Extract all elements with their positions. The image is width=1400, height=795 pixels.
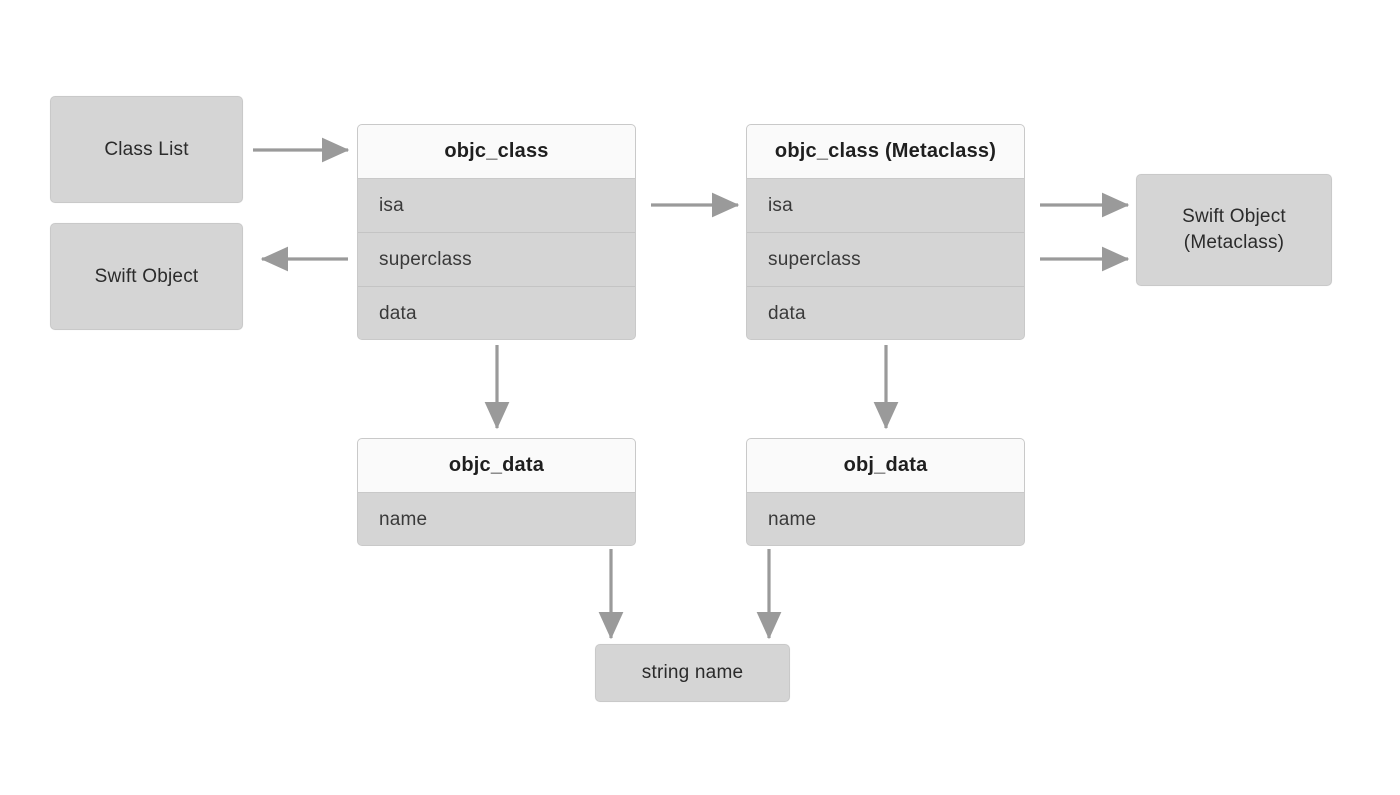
class-list-label: Class List (104, 138, 189, 160)
objc-class-row-isa[interactable]: isa (358, 179, 635, 233)
swift-object-label: Swift Object (94, 265, 199, 287)
string-name-label: string name (641, 662, 744, 684)
obj-data-title: obj_data (747, 439, 1024, 493)
swift-object-metaclass-line1: Swift Object (1182, 206, 1286, 228)
objc-class-metaclass-title: objc_class (Metaclass) (747, 125, 1024, 179)
swift-object-metaclass-label: Swift Object (Metaclass) (1182, 204, 1286, 255)
struct-objc-class-metaclass[interactable]: objc_class (Metaclass) isa superclass da… (746, 124, 1025, 340)
struct-obj-data[interactable]: obj_data name (746, 438, 1025, 546)
swift-object-metaclass-line2: (Metaclass) (1183, 232, 1285, 253)
objc-class-row-superclass[interactable]: superclass (358, 233, 635, 287)
struct-objc-class[interactable]: objc_class isa superclass data (357, 124, 636, 340)
objc-class-metaclass-row-data[interactable]: data (747, 287, 1024, 339)
objc-class-metaclass-row-superclass[interactable]: superclass (747, 233, 1024, 287)
objc-class-title: objc_class (358, 125, 635, 179)
box-class-list[interactable]: Class List (50, 96, 243, 203)
struct-objc-data[interactable]: objc_data name (357, 438, 636, 546)
obj-data-row-name[interactable]: name (747, 493, 1024, 545)
objc-data-title: objc_data (358, 439, 635, 493)
box-string-name[interactable]: string name (595, 644, 790, 702)
objc-class-metaclass-row-isa[interactable]: isa (747, 179, 1024, 233)
box-swift-object[interactable]: Swift Object (50, 223, 243, 330)
box-swift-object-metaclass[interactable]: Swift Object (Metaclass) (1136, 174, 1332, 286)
objc-class-row-data[interactable]: data (358, 287, 635, 339)
objc-data-row-name[interactable]: name (358, 493, 635, 545)
